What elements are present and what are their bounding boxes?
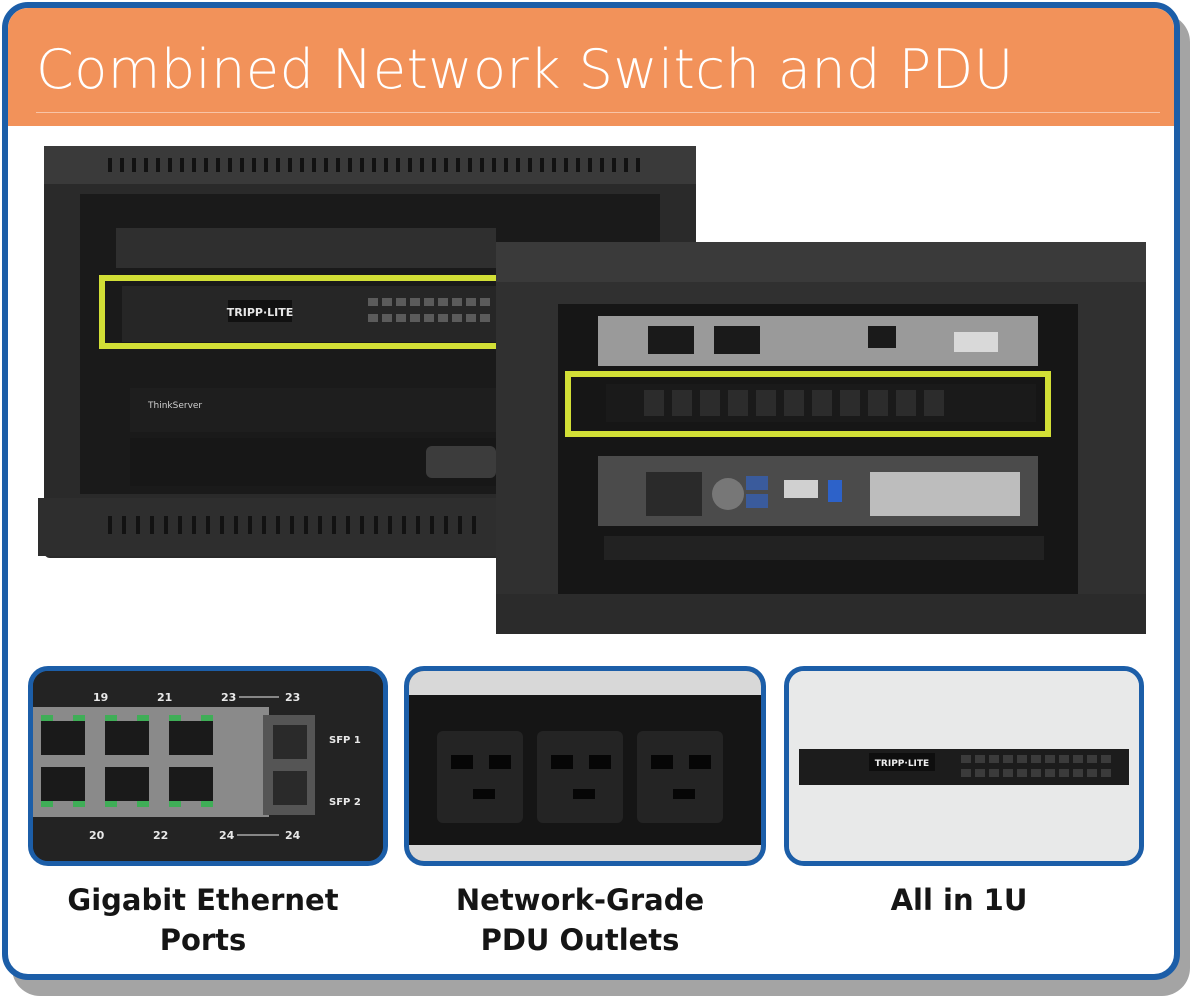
caption-pdu-outlets: Network-Grade PDU Outlets — [404, 880, 756, 960]
port-number-24-sfp: 24 — [285, 829, 301, 842]
1u-brand-label: TRIPP·LITE — [875, 759, 929, 769]
front-highlight-box — [565, 371, 1051, 437]
caption-pdu-line2: PDU Outlets — [480, 923, 680, 957]
port-number-23: 23 — [221, 691, 236, 704]
front-rack-cabinet — [496, 242, 1146, 634]
pdu-outlets-image — [404, 666, 766, 866]
server-brand-label: ThinkServer — [147, 401, 202, 411]
port-number-19: 19 — [93, 691, 108, 704]
title-divider — [36, 112, 1160, 113]
port-number-21: 21 — [157, 691, 172, 704]
front-bottom-pdu — [604, 536, 1044, 560]
card-frame: Combined Network Switch and PDU — [2, 2, 1180, 980]
port-number-22: 22 — [153, 829, 168, 842]
caption-pdu-line1: Network-Grade — [455, 883, 705, 917]
1u-device-image: TRIPP·LITE — [784, 666, 1144, 866]
switch-brand-label: TRIPP·LITE — [227, 306, 294, 319]
caption-ethernet-ports: Gigabit Ethernet Ports — [67, 883, 339, 957]
back-rack-shelf-unit — [116, 228, 496, 268]
rack-photo: TRIPP·LITE ThinkServer — [38, 146, 1146, 634]
sfp-1-label: SFP 1 — [329, 735, 361, 746]
sfp-2-label: SFP 2 — [329, 797, 361, 808]
caption-all-in-1u: All in 1U — [890, 883, 1028, 917]
ethernet-ports-image: 19 21 23 23 20 22 24 24 SFP 1 SFP 2 — [28, 666, 388, 866]
port-number-24: 24 — [219, 829, 235, 842]
thinkserver-unit — [130, 388, 500, 432]
page-title: Combined Network Switch and PDU — [36, 38, 1014, 101]
port-number-20: 20 — [89, 829, 105, 842]
port-number-23-sfp: 23 — [285, 691, 300, 704]
title-bar: Combined Network Switch and PDU — [8, 8, 1174, 126]
